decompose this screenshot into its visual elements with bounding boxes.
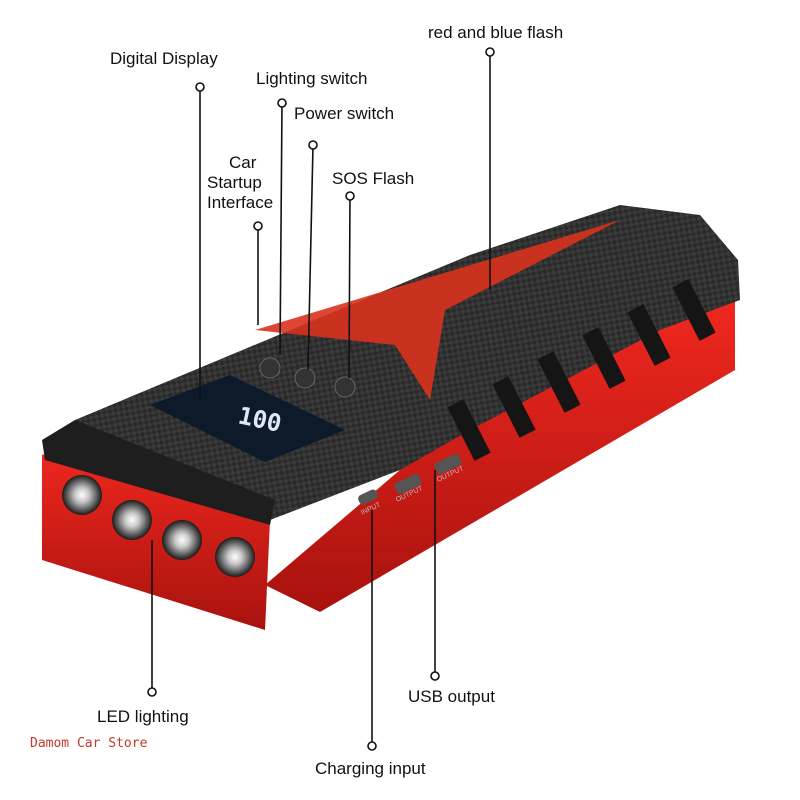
store-watermark: Damom Car Store: [30, 736, 148, 751]
charging-input-port[interactable]: [357, 488, 379, 506]
callout-lines: [147, 47, 495, 751]
led-lamp-2: [112, 500, 152, 540]
label-car-line1: Car: [229, 153, 257, 172]
side-ribs: [447, 279, 716, 461]
power-switch-button[interactable]: [294, 367, 316, 389]
digital-display-screen: [150, 375, 345, 462]
label-red-blue-flash: red and blue flash: [428, 23, 564, 42]
label-digital-display: Digital Display: [110, 49, 218, 68]
red-blue-flash-strip: [255, 220, 620, 400]
device-front-dark-band: [42, 420, 275, 525]
lighting-switch-button[interactable]: [259, 357, 281, 379]
usb-output-port-2[interactable]: [434, 453, 463, 475]
label-power-switch: Power switch: [294, 104, 395, 123]
led-lamp-3: [162, 520, 202, 560]
usb-output-port-1[interactable]: [394, 473, 423, 495]
label-car-line2: Startup: [207, 173, 262, 192]
label-car-line3: Interface: [207, 193, 274, 212]
label-led-lighting: LED lighting: [97, 707, 189, 726]
label-sos-flash: SOS Flash: [332, 169, 415, 188]
led-lamp-4: [215, 537, 255, 577]
label-car-startup-interface: Car Startup Interface: [207, 153, 273, 213]
sos-flash-button[interactable]: [334, 376, 356, 398]
label-charging-input: Charging input: [315, 759, 426, 778]
led-lamp-1: [62, 475, 102, 515]
label-usb-output: USB output: [408, 687, 495, 706]
label-lighting-switch: Lighting switch: [256, 69, 368, 88]
